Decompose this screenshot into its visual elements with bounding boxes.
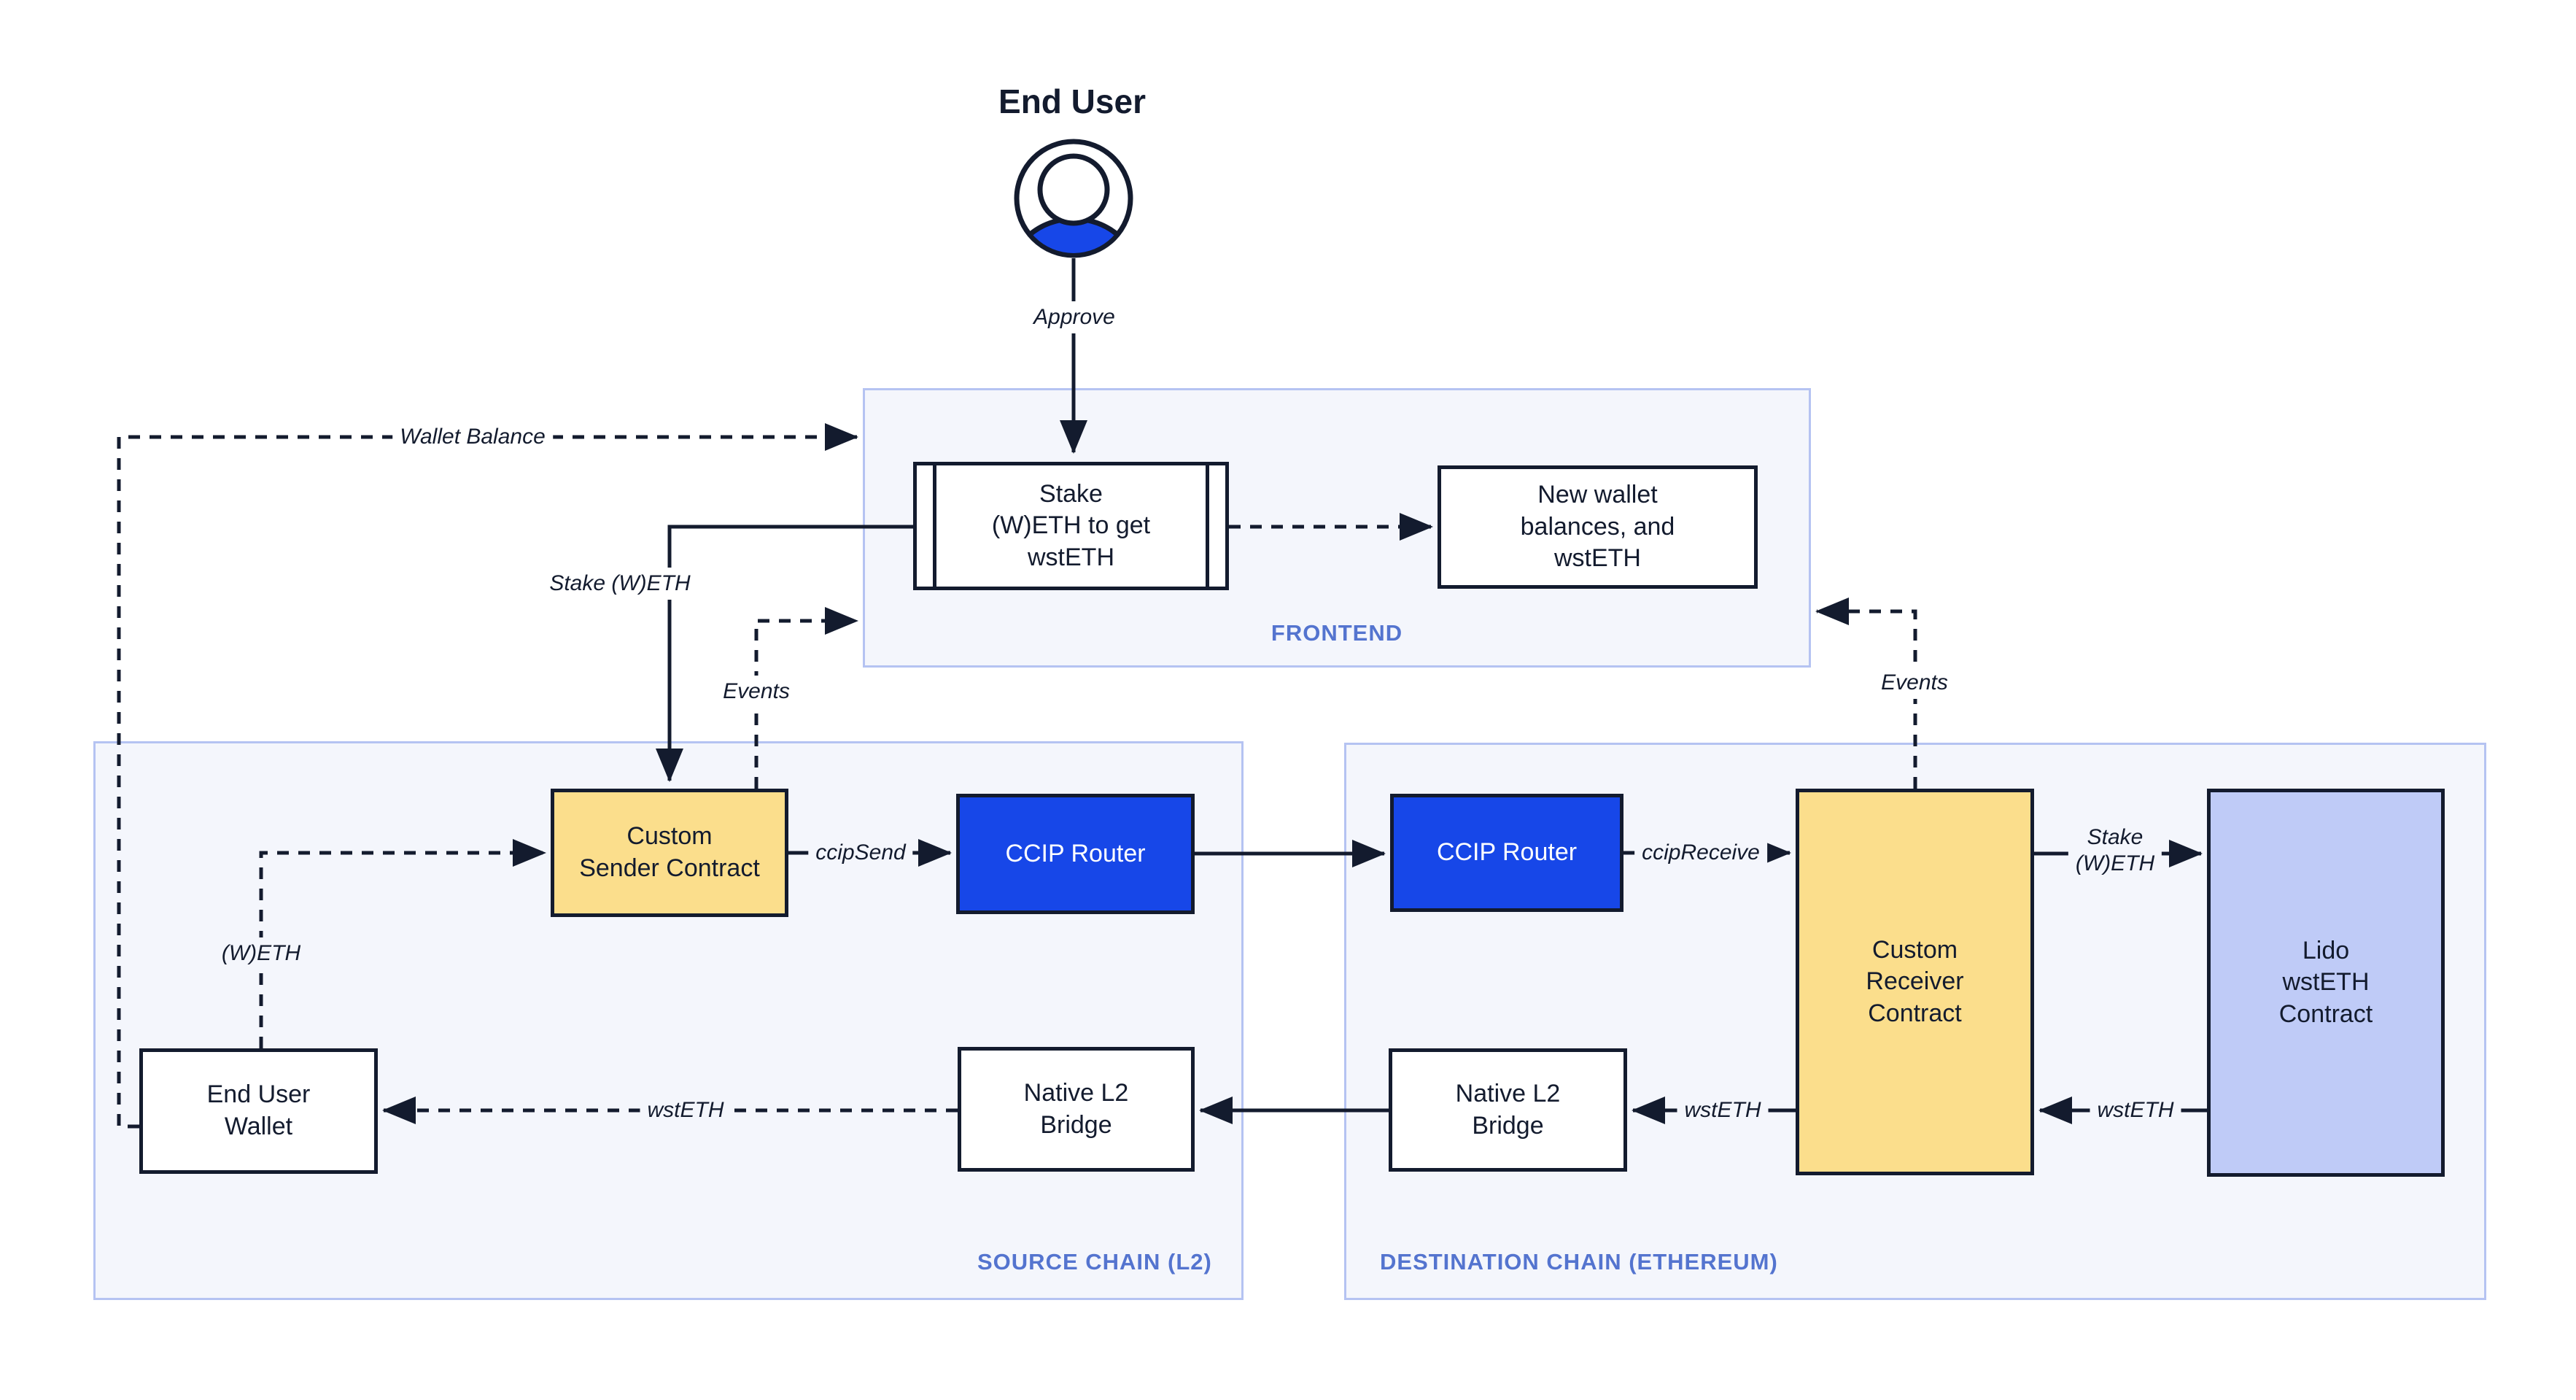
destination-chain-label: DESTINATION CHAIN (ETHEREUM) <box>1380 1249 1778 1275</box>
connector-events-right <box>1815 597 1917 789</box>
ccipreceive-label: ccipReceive <box>1634 837 1767 869</box>
wsteth-to-wallet-label: wstETH <box>640 1094 732 1126</box>
connector-wallet-balance <box>117 423 858 1129</box>
stake-weth-box: Stake (W)ETH to get wstETH <box>913 462 1229 590</box>
wsteth-from-lido-label: wstETH <box>2090 1094 2181 1126</box>
custom-sender-contract-box: Custom Sender Contract <box>551 789 788 917</box>
lido-wsteth-contract-box: Lido wstETH Contract <box>2207 789 2445 1177</box>
end-user-wallet-box: End User Wallet <box>139 1048 378 1174</box>
frontend-label: FRONTEND <box>1270 620 1403 646</box>
new-wallet-balances-box: New wallet balances, and wstETH <box>1438 465 1758 589</box>
stake-weth-label: Stake (W)ETH <box>542 568 698 600</box>
ccip-router-destination-box: CCIP Router <box>1390 794 1623 912</box>
ccip-router-source-box: CCIP Router <box>956 794 1195 914</box>
source-chain-label: SOURCE CHAIN (L2) <box>977 1249 1212 1275</box>
connector-weth <box>259 839 546 1048</box>
stake-weth-dest-label: Stake (W)ETH <box>2068 821 2162 880</box>
ccipsend-label: ccipSend <box>808 837 913 869</box>
wsteth-to-bridge-label: wstETH <box>1677 1094 1769 1126</box>
custom-receiver-contract-box: Custom Receiver Contract <box>1796 789 2034 1175</box>
approve-label: Approve <box>1026 301 1122 333</box>
events-left-label: Events <box>715 676 797 708</box>
end-user-title: End User <box>998 82 1146 120</box>
wallet-balance-label: Wallet Balance <box>392 421 553 453</box>
native-l2-bridge-destination-box: Native L2 Bridge <box>1389 1048 1627 1172</box>
native-l2-bridge-source-box: Native L2 Bridge <box>958 1047 1195 1172</box>
events-right-label: Events <box>1874 667 1955 699</box>
weth-label: (W)ETH <box>214 937 309 970</box>
connector-events-left <box>754 607 858 789</box>
end-user-icon <box>1014 139 1133 258</box>
connector-stake-weth <box>656 525 913 782</box>
